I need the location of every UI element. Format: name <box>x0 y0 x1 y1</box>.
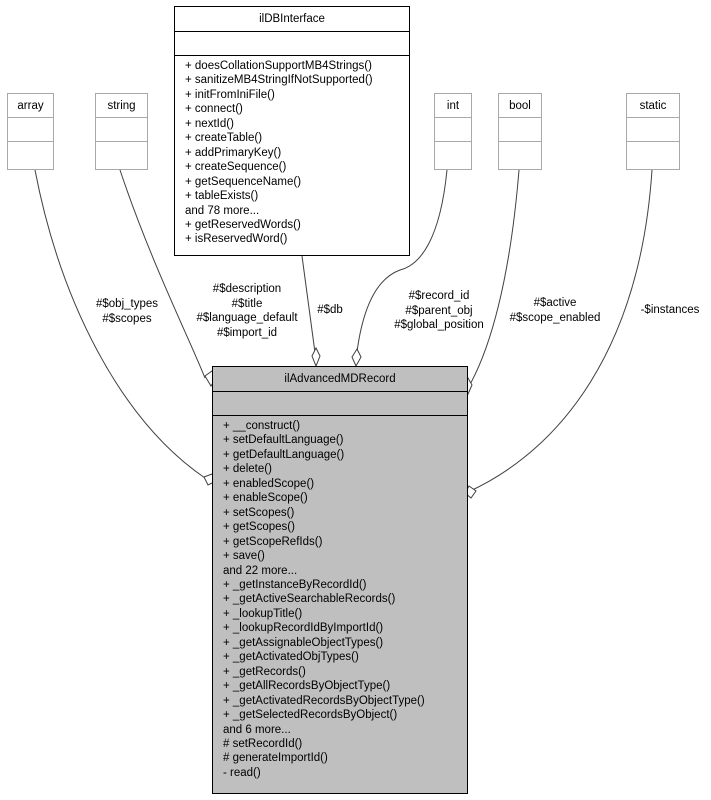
edge-label-array: #$obj_types #$scopes <box>88 297 166 326</box>
edge-string <box>119 169 206 379</box>
edge-label-line: #$scope_enabled <box>509 311 601 324</box>
diamond-int <box>351 347 362 368</box>
edge-label-static: -$instances <box>632 303 708 318</box>
method: + delete() <box>223 463 272 476</box>
class-bool-title: bool <box>509 100 531 112</box>
class-iladvancedmdrecord: ilAdvancedMDRecord + __construct() + set… <box>212 366 468 794</box>
edge-label-line: #$description <box>212 283 282 295</box>
method: + connect() <box>185 103 243 116</box>
edge-label-line: #$scopes <box>102 312 152 325</box>
method: + enableScope() <box>223 492 308 505</box>
edge-label-line: #$title <box>231 297 263 310</box>
class-int-title: int <box>446 100 460 112</box>
class-static-title: static <box>639 100 667 112</box>
method: + addPrimaryKey() <box>185 146 282 159</box>
class-static-methods <box>627 141 679 165</box>
edge-label-line: #$db <box>317 304 343 316</box>
method: + isReservedWord() <box>185 233 288 246</box>
edge-db <box>301 255 317 361</box>
class-static-attributes <box>627 117 679 141</box>
edge-int <box>355 169 448 361</box>
method: + save() <box>223 550 265 563</box>
method: + getDefaultLanguage() <box>223 448 345 461</box>
class-string-attributes <box>96 117 147 141</box>
method: + _getActiveSearchableRecords() <box>223 593 396 606</box>
class-int-methods <box>435 141 471 165</box>
edge-label-line: #$obj_types <box>95 298 159 310</box>
method: # generateImportId() <box>223 752 328 765</box>
edge-label-line: #$parent_obj <box>405 304 473 317</box>
iladvancedmdrecord-method-list: + __construct() + setDefaultLanguage() +… <box>213 416 467 780</box>
method: + _getAssignableObjectTypes() <box>223 636 384 649</box>
class-bool-attributes <box>499 117 541 141</box>
class-ildbinterface: ilDBInterface + doesCollationSupportMB4S… <box>174 6 410 256</box>
method: + getScopes() <box>223 521 295 534</box>
method: + _getInstanceByRecordId() <box>223 578 367 591</box>
method: + initFromIniFile() <box>185 88 275 101</box>
ildbinterface-method-list: + doesCollationSupportMB4Strings() + san… <box>175 56 409 247</box>
method: + getSequenceName() <box>185 175 302 188</box>
method: + _getActivatedObjTypes() <box>223 651 359 664</box>
class-iladvancedmdrecord-methods: + __construct() + setDefaultLanguage() +… <box>213 415 467 780</box>
edge-label-line: #$active <box>533 297 577 309</box>
more-methods: and 78 more... <box>185 204 260 217</box>
method: + setScopes() <box>223 506 295 519</box>
method: + enabledScope() <box>223 477 315 490</box>
more-methods: and 6 more... <box>223 723 291 736</box>
edge-label-string: #$description #$title #$language_default… <box>184 282 310 340</box>
class-array-title: array <box>17 100 44 112</box>
class-ildbinterface-title: ilDBInterface <box>259 13 325 25</box>
method: + __construct() <box>223 420 301 432</box>
class-ildbinterface-attributes <box>175 31 409 55</box>
method: + doesCollationSupportMB4Strings() <box>185 60 372 72</box>
edge-label-line: #$record_id <box>408 290 470 302</box>
method: + sanitizeMB4StringIfNotSupported() <box>185 74 373 87</box>
edge-label-line: #$language_default <box>196 312 298 324</box>
method: + tableExists() <box>185 190 259 203</box>
edge-array <box>34 169 206 479</box>
class-ildbinterface-methods: + doesCollationSupportMB4Strings() + san… <box>175 55 409 247</box>
more-methods: and 22 more... <box>223 564 298 577</box>
method: # setRecordId() <box>223 737 303 750</box>
method: + nextId() <box>185 117 234 130</box>
edge-label-db: #$db <box>310 303 350 318</box>
class-string-methods <box>96 141 147 165</box>
method: + _lookupTitle() <box>223 607 303 620</box>
class-iladvancedmdrecord-attributes <box>213 391 467 415</box>
class-iladvancedmdrecord-title: ilAdvancedMDRecord <box>284 373 396 385</box>
method: + createSequence() <box>185 161 287 174</box>
edge-bool <box>467 169 520 389</box>
method: + getReservedWords() <box>185 218 301 231</box>
edge-label-line: #$global_position <box>394 319 484 331</box>
class-array-methods <box>8 141 53 165</box>
class-bool-methods <box>499 141 541 165</box>
class-bool: bool <box>498 93 542 170</box>
edge-label-line: -$instances <box>640 304 700 316</box>
method: + createTable() <box>185 132 263 145</box>
class-static: static <box>626 93 680 170</box>
diamond-db <box>311 346 321 368</box>
class-int-attributes <box>435 117 471 141</box>
class-int: int <box>434 93 472 170</box>
method: + _getActivatedRecordsByObjectType() <box>223 694 425 707</box>
edge-label-int: #$record_id #$parent_obj #$global_positi… <box>384 289 494 333</box>
method: + _getSelectedRecordsByObject() <box>223 709 398 722</box>
method: + _getRecords() <box>223 665 306 678</box>
class-string: string <box>95 93 148 170</box>
edge-label-line: #$import_id <box>216 326 278 339</box>
class-array-attributes <box>8 117 53 141</box>
method: + _lookupRecordIdByImportId() <box>223 622 384 635</box>
method: - read() <box>223 766 261 779</box>
method: + setDefaultLanguage() <box>223 434 344 447</box>
method: + _getAllRecordsByObjectType() <box>223 680 391 693</box>
method: + getScopeRefIds() <box>223 535 323 548</box>
edge-label-bool: #$active #$scope_enabled <box>500 296 610 325</box>
edge-static <box>467 169 653 493</box>
class-array: array <box>7 93 54 170</box>
class-string-title: string <box>107 100 136 112</box>
